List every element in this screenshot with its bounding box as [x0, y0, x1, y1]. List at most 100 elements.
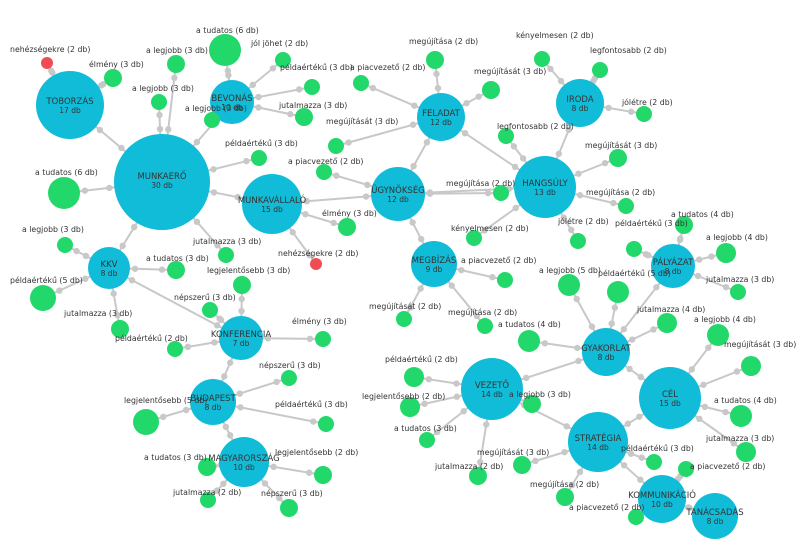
keyword-node-l14[interactable]	[310, 258, 322, 270]
topic-count-munkavallalo: 15 db	[261, 205, 283, 214]
topic-node-ugynokseg[interactable]	[371, 167, 425, 221]
keyword-node-l15[interactable]	[57, 237, 73, 253]
edge-joint	[296, 86, 303, 93]
keyword-node-l59[interactable]	[469, 467, 487, 485]
topic-node-megbizas[interactable]	[411, 241, 457, 287]
keyword-node-l64[interactable]	[513, 456, 531, 474]
keyword-node-l49[interactable]	[716, 243, 736, 263]
keyword-node-l10[interactable]	[304, 79, 320, 95]
keyword-label-l47: a tudatos (4 db)	[671, 210, 734, 219]
keyword-node-l55[interactable]	[404, 367, 424, 387]
keyword-node-l21[interactable]	[315, 331, 331, 347]
keyword-node-l56[interactable]	[400, 397, 420, 417]
topic-node-feladat[interactable]	[417, 93, 465, 141]
topic-node-vezeto[interactable]	[461, 358, 523, 420]
keyword-node-l9[interactable]	[275, 52, 291, 68]
keyword-node-l39[interactable]	[534, 51, 550, 67]
keyword-node-l29[interactable]	[280, 499, 298, 517]
keyword-node-l33[interactable]	[328, 138, 344, 154]
keyword-node-l31[interactable]	[353, 75, 369, 91]
keyword-label-l32: megújítását (3 db)	[474, 67, 546, 76]
keyword-node-l67[interactable]	[678, 461, 694, 477]
keyword-node-l24[interactable]	[133, 409, 159, 435]
keyword-node-l68[interactable]	[628, 509, 644, 525]
keyword-node-l32[interactable]	[482, 81, 500, 99]
keyword-node-l60[interactable]	[707, 324, 729, 346]
keyword-node-l35[interactable]	[493, 185, 509, 201]
topic-node-magyarorszag[interactable]	[219, 437, 269, 487]
keyword-node-l27[interactable]	[314, 466, 332, 484]
topic-node-kommunikacio[interactable]	[638, 475, 686, 523]
topic-node-tanacsadas[interactable]	[692, 493, 738, 539]
keyword-node-l51[interactable]	[558, 274, 580, 296]
keyword-node-l5[interactable]	[48, 177, 80, 209]
keyword-node-l48[interactable]	[626, 241, 642, 257]
keyword-node-l30[interactable]	[426, 51, 444, 69]
keyword-node-l20[interactable]	[202, 302, 218, 318]
keyword-node-l54[interactable]	[518, 330, 540, 352]
keyword-node-l46[interactable]	[466, 230, 482, 246]
keyword-node-l16[interactable]	[167, 261, 185, 279]
keyword-node-l61[interactable]	[741, 356, 761, 376]
keyword-node-l47[interactable]	[675, 216, 693, 234]
topic-node-budapest[interactable]	[190, 379, 236, 425]
topic-node-kkv[interactable]	[88, 247, 130, 289]
keyword-node-l17[interactable]	[30, 285, 56, 311]
keyword-node-l50[interactable]	[730, 284, 746, 300]
topic-node-toborzas[interactable]	[36, 71, 104, 139]
edge-joint	[434, 84, 442, 92]
keyword-node-l12[interactable]	[204, 112, 220, 128]
keyword-node-l13[interactable]	[338, 218, 356, 236]
keyword-node-l18[interactable]	[111, 320, 129, 338]
keyword-node-l26[interactable]	[198, 458, 216, 476]
keyword-node-l19[interactable]	[233, 276, 251, 294]
topic-node-bevonas[interactable]	[210, 80, 254, 124]
keyword-node-l34[interactable]	[316, 164, 332, 180]
keyword-node-l4[interactable]	[151, 94, 167, 110]
keyword-node-l23[interactable]	[281, 370, 297, 386]
keyword-node-l40[interactable]	[592, 62, 608, 78]
keyword-node-l36[interactable]	[497, 272, 513, 288]
keyword-node-l7[interactable]	[251, 150, 267, 166]
topic-node-konferencia[interactable]	[219, 316, 263, 360]
keyword-node-l44[interactable]	[618, 198, 634, 214]
topic-node-cel[interactable]	[639, 367, 701, 429]
keyword-node-l63[interactable]	[736, 442, 756, 462]
keyword-node-l57[interactable]	[523, 395, 541, 413]
keyword-node-l6[interactable]	[218, 247, 234, 263]
keyword-node-l8[interactable]	[209, 34, 241, 66]
topic-node-palyazat[interactable]	[651, 244, 695, 288]
keyword-node-l65[interactable]	[646, 454, 662, 470]
keyword-node-l1[interactable]	[41, 57, 53, 69]
keyword-node-l66[interactable]	[556, 488, 574, 506]
keyword-node-l45[interactable]	[570, 233, 586, 249]
keyword-node-l62[interactable]	[730, 405, 752, 427]
keyword-node-l38[interactable]	[477, 318, 493, 334]
keyword-node-l53[interactable]	[657, 313, 677, 333]
topic-node-munkaero[interactable]	[114, 134, 210, 230]
keyword-label-l4: a legjobb (3 db)	[132, 84, 194, 93]
keyword-node-l11[interactable]	[295, 108, 313, 126]
edge-joint	[636, 413, 643, 420]
keyword-label-l42: legfontosabb (2 db)	[497, 122, 574, 131]
topic-node-iroda[interactable]	[556, 79, 604, 127]
keyword-node-l37[interactable]	[396, 311, 412, 327]
keyword-node-l28[interactable]	[200, 492, 216, 508]
topic-node-gyakorlat[interactable]	[582, 328, 630, 376]
topic-node-munkavallalo[interactable]	[242, 174, 302, 234]
edge-joint	[369, 84, 377, 92]
keyword-node-l25[interactable]	[318, 416, 334, 432]
edge-joint	[637, 373, 644, 381]
keyword-label-l2: élmény (3 db)	[89, 60, 144, 69]
keyword-node-l52[interactable]	[607, 281, 629, 303]
keyword-node-l3[interactable]	[167, 55, 185, 73]
keyword-node-l2[interactable]	[104, 69, 122, 87]
keyword-node-l41[interactable]	[636, 106, 652, 122]
keyword-node-l22[interactable]	[167, 341, 183, 357]
edge-joint	[409, 219, 416, 226]
keyword-node-l42[interactable]	[498, 128, 514, 144]
topic-node-strategia[interactable]	[568, 412, 628, 472]
keyword-node-l43[interactable]	[609, 149, 627, 167]
keyword-node-l58[interactable]	[419, 432, 435, 448]
topic-node-hangsuly[interactable]	[514, 156, 576, 218]
